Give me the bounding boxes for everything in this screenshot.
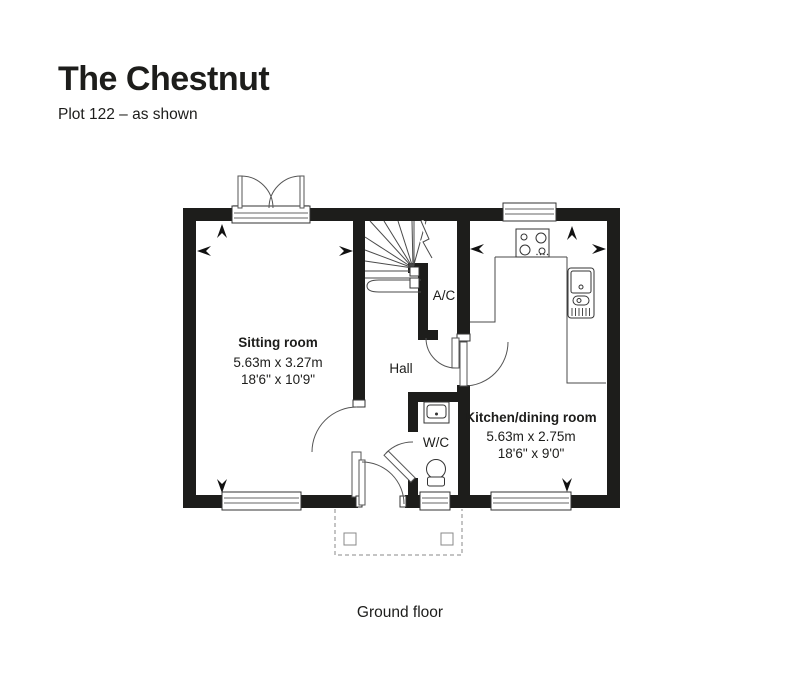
hob-icon bbox=[515, 228, 550, 258]
kitchen-label: Kitchen/dining room bbox=[465, 410, 596, 425]
sitting-room-label: Sitting room bbox=[238, 335, 318, 350]
toilet-icon bbox=[426, 459, 446, 487]
airing-cupboard-label: A/C bbox=[433, 288, 456, 303]
french-doors bbox=[231, 175, 311, 224]
window-kitchen-top bbox=[502, 202, 557, 222]
kitchen-imperial: 18'6" x 9'0" bbox=[498, 446, 565, 461]
basin-icon bbox=[423, 401, 450, 424]
wc-label: W/C bbox=[423, 435, 449, 450]
floor-caption: Ground floor bbox=[357, 604, 443, 621]
door-wc bbox=[383, 441, 416, 483]
porch-outline bbox=[334, 509, 463, 556]
window-sitting-room bbox=[221, 491, 302, 511]
stair-break-line bbox=[420, 220, 433, 259]
dimension-arrows bbox=[197, 224, 606, 493]
kitchen-metric: 5.63m x 2.75m bbox=[486, 429, 575, 444]
sitting-room-imperial: 18'6" x 10'9" bbox=[241, 372, 315, 387]
front-door bbox=[355, 459, 407, 508]
window-kitchen-bottom bbox=[490, 491, 572, 511]
sink-icon bbox=[567, 267, 595, 319]
hall-label: Hall bbox=[389, 361, 412, 376]
room-labels: Sitting room 5.63m x 3.27m 18'6" x 10'9"… bbox=[233, 288, 596, 461]
page-title: The Chestnut bbox=[58, 60, 269, 98]
stairs bbox=[364, 219, 435, 293]
door-airing-cupboard bbox=[425, 337, 460, 369]
window-wc bbox=[419, 491, 451, 511]
plot-subtitle: Plot 122 – as shown bbox=[58, 106, 198, 123]
walls bbox=[183, 208, 620, 508]
sitting-room-metric: 5.63m x 3.27m bbox=[233, 355, 322, 370]
